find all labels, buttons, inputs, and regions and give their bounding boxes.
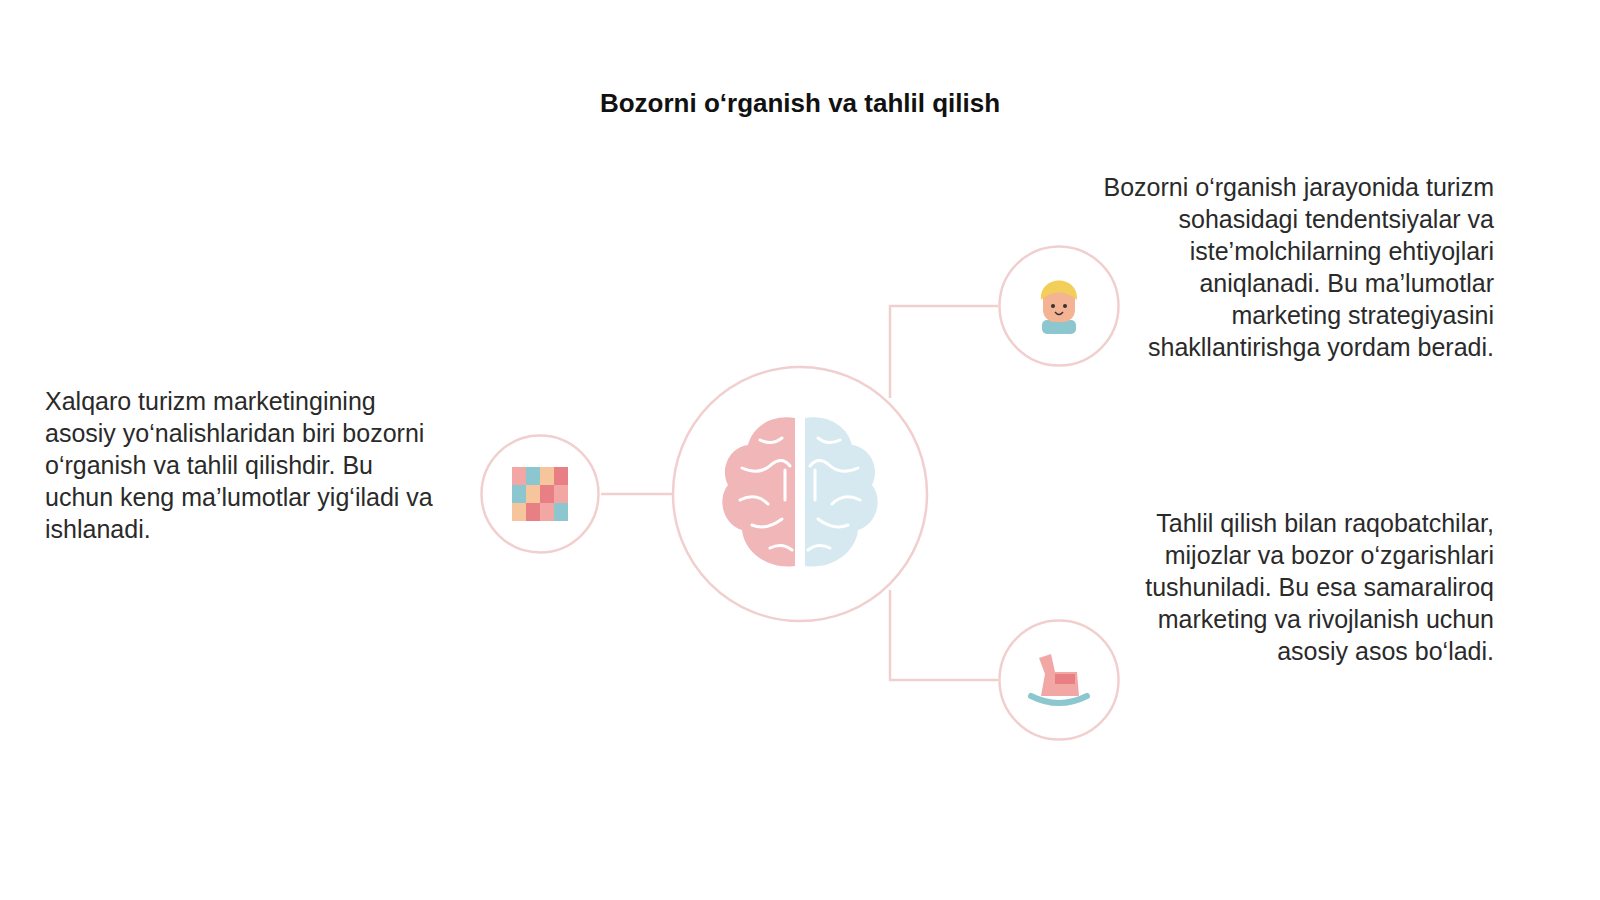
node-icon bbox=[1041, 281, 1077, 335]
brain-illustration bbox=[722, 417, 877, 566]
description-text: Xalqaro turizm marketingining asosiy yo‘… bbox=[45, 385, 445, 545]
description-text: Tahlil qilish bilan raqobatchilar, mijoz… bbox=[1094, 507, 1494, 667]
icon-circle-node: Tahlil qilish bilan raqobatchilar, mijoz… bbox=[998, 619, 1120, 741]
diagram-title: Bozorni o‘rganish va tahlil qilish bbox=[0, 88, 1600, 119]
center-circle bbox=[673, 367, 927, 621]
circle-outline bbox=[998, 245, 1120, 367]
icon-circle-node: Bozorni o‘rganish jarayonida turizm soha… bbox=[998, 245, 1120, 367]
circle-outline bbox=[480, 434, 600, 554]
description-text: Bozorni o‘rganish jarayonida turizm soha… bbox=[1094, 171, 1494, 363]
connector-lines bbox=[601, 306, 998, 680]
node-icon bbox=[1031, 654, 1087, 703]
node-icon bbox=[512, 467, 568, 521]
icon-circle-node: Xalqaro turizm marketingining asosiy yo‘… bbox=[480, 434, 600, 554]
circle-outline bbox=[998, 619, 1120, 741]
